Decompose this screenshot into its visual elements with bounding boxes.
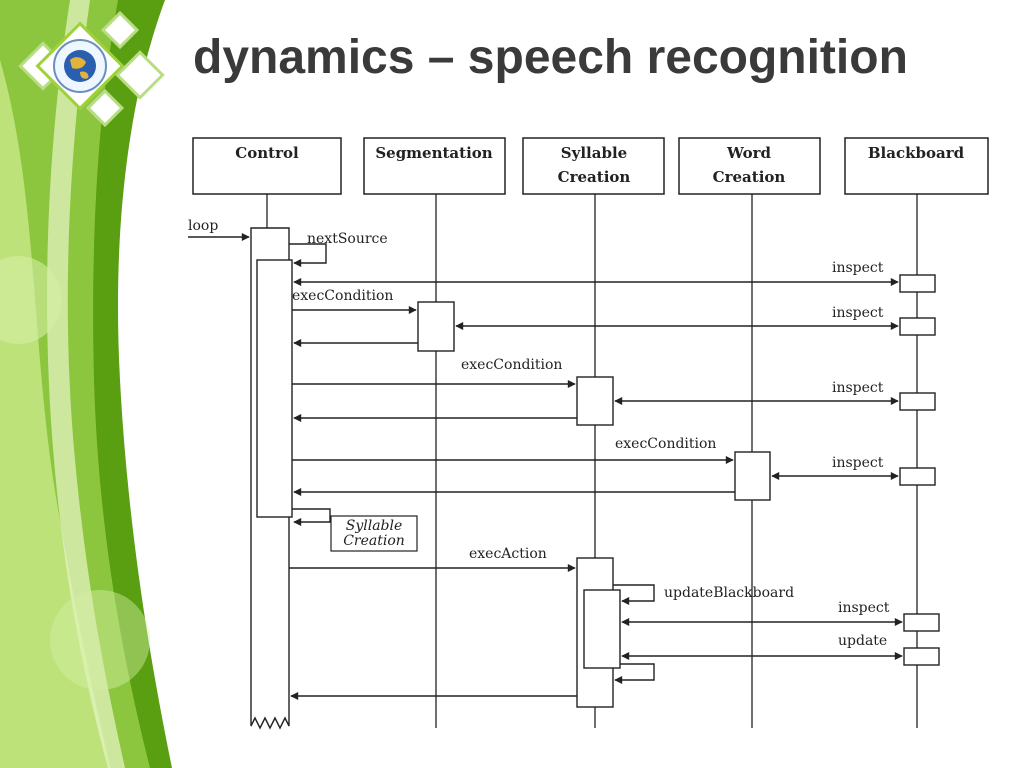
message-self-return-arrow bbox=[614, 663, 655, 684]
lifeline-header-control bbox=[192, 137, 342, 195]
message-inspect-label: inspect bbox=[832, 455, 884, 471]
activation-control-inner bbox=[256, 259, 293, 518]
note-syllable-creation bbox=[330, 515, 418, 552]
message-loop-label: loop bbox=[188, 218, 218, 234]
activation-blackboard bbox=[899, 317, 936, 336]
activation-syllable-condition bbox=[576, 376, 614, 426]
message-update-label: update bbox=[838, 633, 887, 649]
lifeline-header-syllable bbox=[522, 137, 665, 195]
message-updateblackboard-label: updateBlackboard bbox=[664, 585, 794, 601]
lifeline-label-blackboard: Blackboard bbox=[868, 144, 965, 162]
note-label: Syllable bbox=[346, 518, 403, 534]
lifeline-header-blackboard bbox=[844, 137, 989, 195]
diamond-decoration bbox=[85, 88, 125, 128]
message-inspect-label: inspect bbox=[832, 380, 884, 396]
message-updateblackboard-arrow bbox=[613, 584, 655, 605]
globe-emblem-icon bbox=[35, 21, 125, 111]
message-execcondition-label: execCondition bbox=[292, 288, 393, 304]
message-execcondition-label: execCondition bbox=[615, 436, 716, 452]
green-swoosh-pale bbox=[0, 60, 110, 768]
lifeline-label-syllable: Syllable bbox=[561, 144, 627, 162]
lifeline-header-word bbox=[678, 137, 821, 195]
activation-word bbox=[734, 451, 771, 501]
green-swoosh-stripe bbox=[47, 0, 125, 768]
activation-segmentation bbox=[417, 301, 455, 352]
note-label: Creation bbox=[343, 533, 405, 549]
activation-blackboard bbox=[899, 467, 936, 486]
activation-blackboard bbox=[903, 613, 940, 632]
message-execcondition-label: execCondition bbox=[461, 357, 562, 373]
lifeline-label-word: Word bbox=[726, 144, 772, 162]
activation-blackboard bbox=[899, 392, 936, 411]
diamond-decoration bbox=[100, 10, 140, 50]
message-execaction-label: execAction bbox=[469, 546, 547, 562]
activation-syllable-nested bbox=[583, 589, 621, 669]
pale-bubble bbox=[50, 590, 150, 690]
slide-title: dynamics – speech recognition bbox=[193, 31, 908, 84]
lifeline-label-syllable: Creation bbox=[558, 168, 631, 186]
message-inspect-label: inspect bbox=[832, 305, 884, 321]
lifeline-label-segmentation: Segmentation bbox=[375, 144, 492, 162]
lifeline-label-word: Creation bbox=[713, 168, 786, 186]
green-swoosh-dark bbox=[93, 0, 172, 768]
lifeline-label-control: Control bbox=[235, 144, 299, 162]
message-nextsource-label: nextSource bbox=[307, 231, 388, 247]
activation-blackboard bbox=[903, 647, 940, 666]
pale-bubble bbox=[0, 256, 62, 344]
message-nextsource-arrow bbox=[289, 243, 327, 267]
message-self-arrow bbox=[292, 508, 331, 526]
diamond-decoration bbox=[115, 50, 165, 100]
activation-blackboard bbox=[899, 274, 936, 293]
lifeline-header-segmentation bbox=[363, 137, 506, 195]
message-inspect-label: inspect bbox=[832, 260, 884, 276]
message-inspect-label: inspect bbox=[838, 600, 890, 616]
